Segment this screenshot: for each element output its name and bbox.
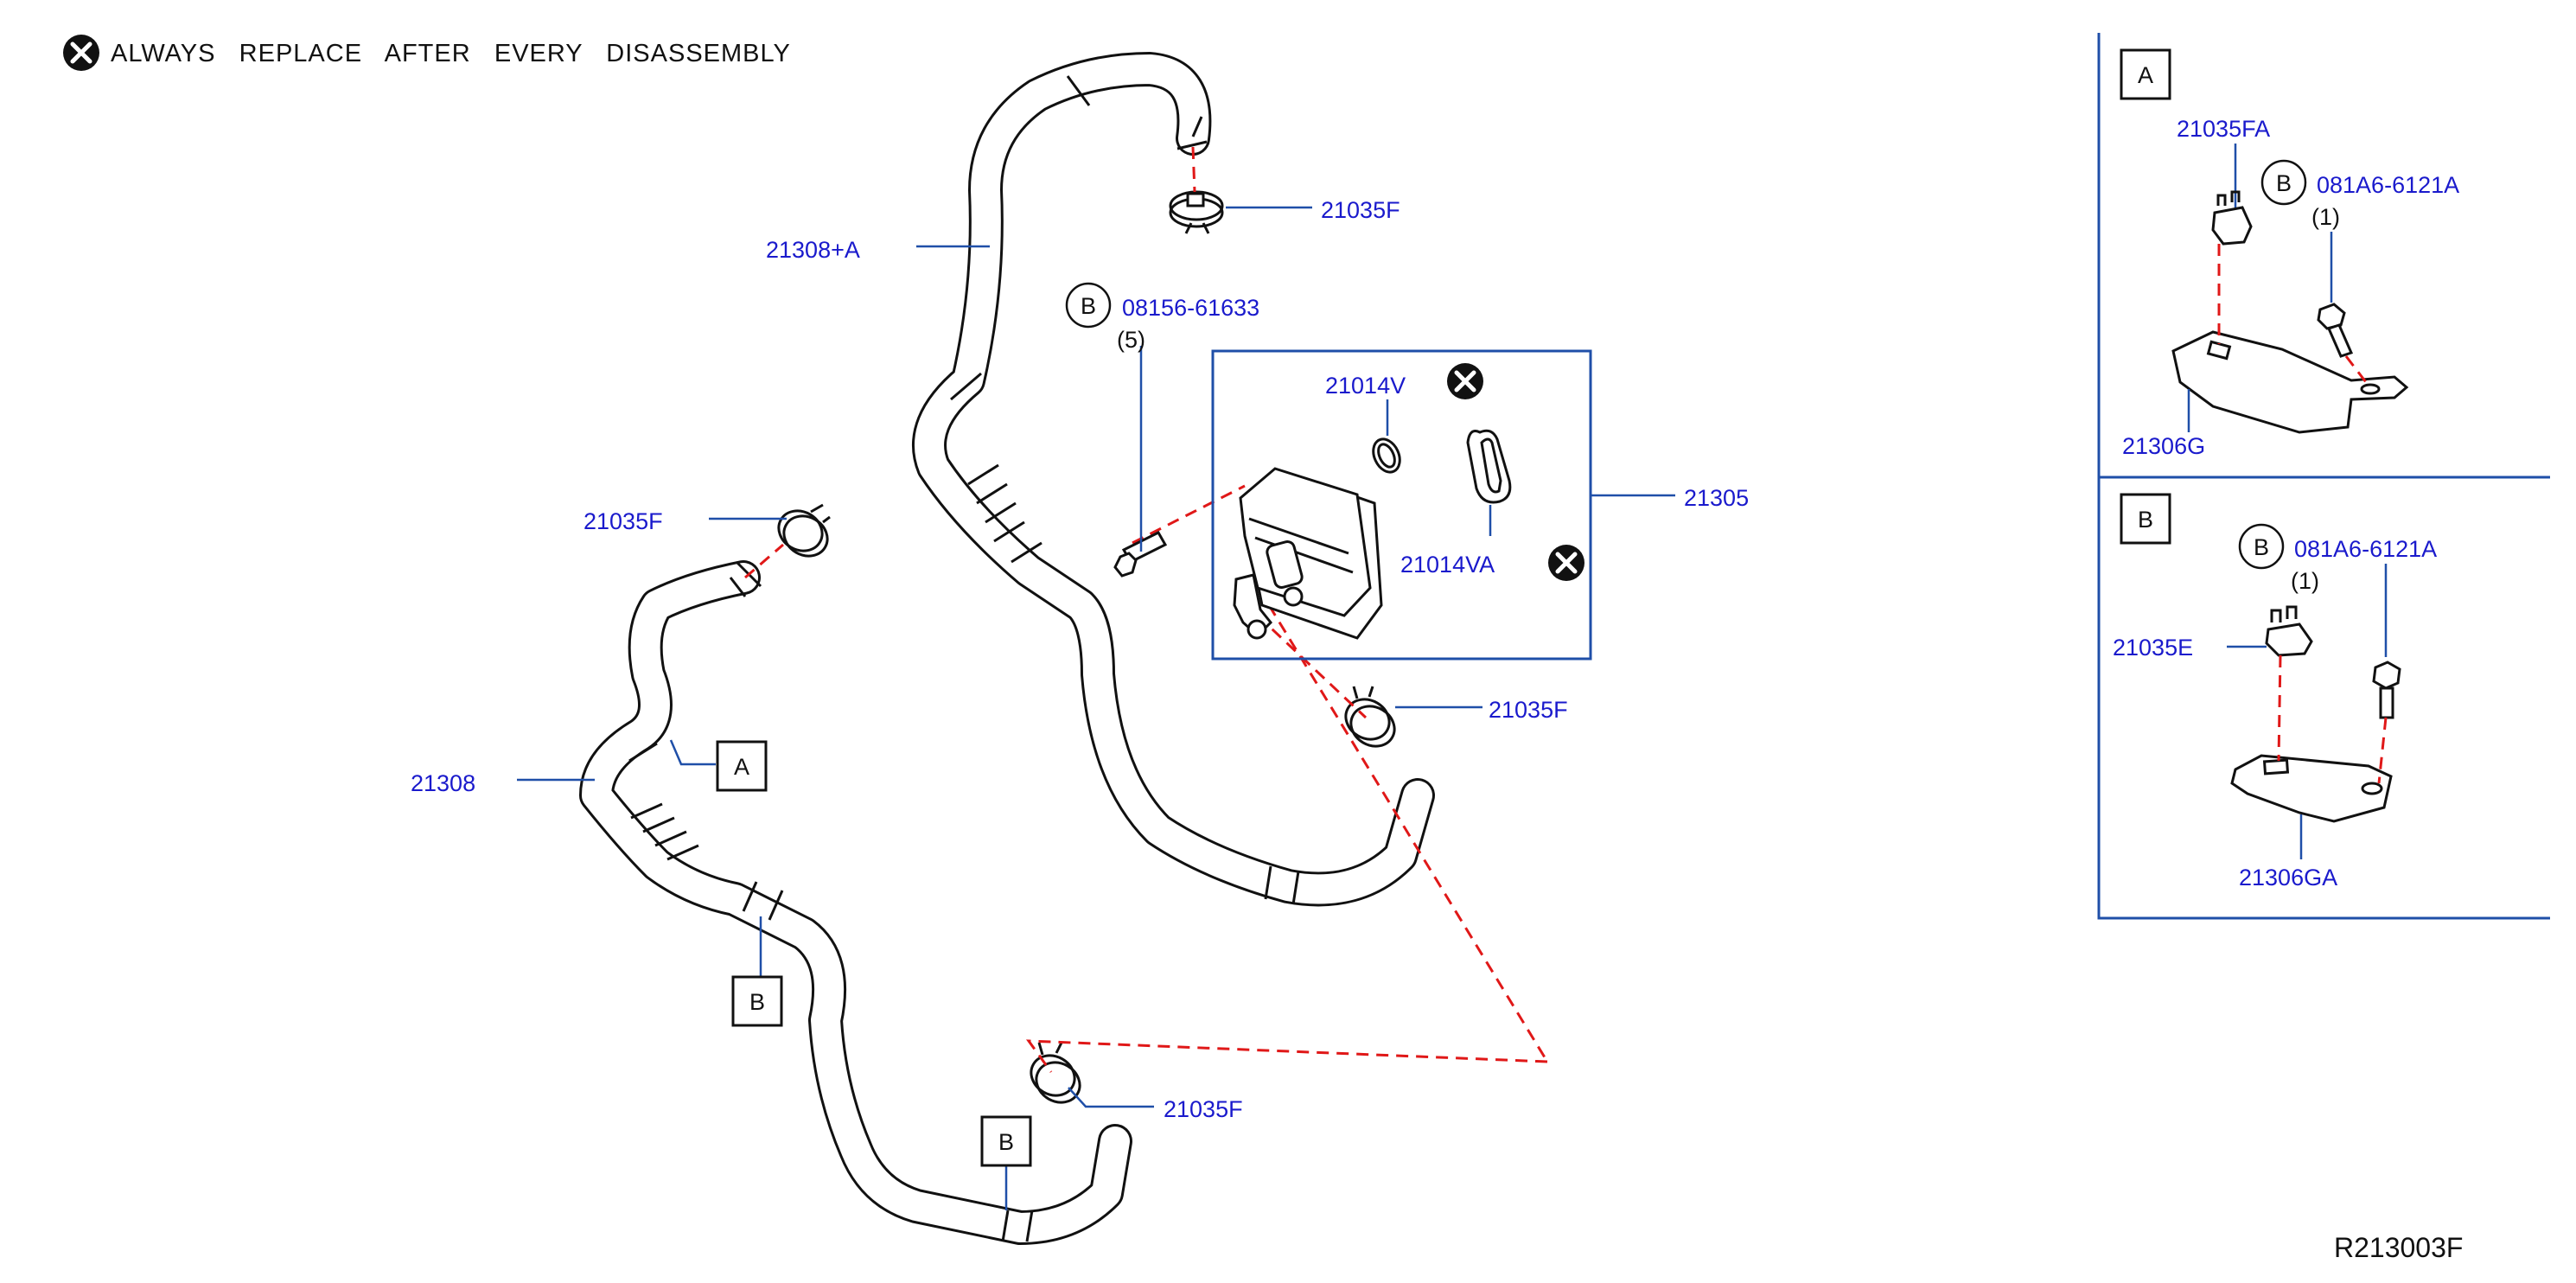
assembly-lines-main	[744, 146, 1549, 1073]
diagram-reference-code: R213003F	[2334, 1232, 2463, 1263]
svg-text:B: B	[2254, 534, 2269, 560]
detail-frames	[2097, 33, 2550, 920]
label-bracket-b: 21306GA	[2239, 865, 2337, 890]
svg-text:A: A	[2138, 62, 2153, 88]
svg-text:A: A	[734, 754, 749, 780]
detail-a-title-box: A	[2120, 48, 2171, 100]
svg-text:B: B	[2276, 170, 2292, 196]
svg-text:B: B	[998, 1129, 1014, 1155]
detail-b: B B 081A6-6121A (1) 21035E 21306GA	[2113, 493, 2437, 890]
label-clamp-top: 21035F	[1321, 197, 1400, 223]
callout-a: A	[716, 740, 768, 792]
clip-21035fa	[2211, 190, 2253, 246]
svg-text:B: B	[749, 989, 765, 1015]
main-labels: 21308+A 21035F 21035F 21308 21305 21014V…	[411, 197, 1749, 1122]
label-hose-lower: 21308	[411, 770, 475, 796]
clamp-top	[1169, 190, 1224, 234]
bolt-callout-main: B 08156-61633 (5)	[1065, 282, 1259, 353]
label-hose-upper: 21308+A	[766, 237, 860, 263]
badge-b	[2260, 159, 2307, 206]
label-bolt-qty: (5)	[1117, 327, 1145, 353]
badge-b	[1065, 282, 1112, 329]
callout-b2: B	[980, 1115, 1032, 1167]
o-ring-21014v	[1372, 437, 1401, 474]
replace-x-icon	[1447, 363, 1483, 399]
bracket-21306g	[2171, 330, 2409, 434]
label-o-ring: 21014V	[1325, 373, 1406, 399]
label-clip-a: 21035FA	[2177, 116, 2270, 142]
clamp-bottom	[1030, 1042, 1081, 1104]
label-gasket: 21014VA	[1400, 552, 1495, 578]
bolt-b	[2372, 661, 2401, 719]
bolt-a	[2317, 303, 2354, 358]
cooler-assy-frame	[1211, 349, 1592, 661]
label-clamp-mid: 21035F	[1489, 697, 1568, 723]
bolt-callout-b: B 081A6-6121A (1)	[2238, 523, 2437, 594]
svg-text:B: B	[2138, 507, 2153, 533]
oil-cooler	[1233, 467, 1383, 640]
label-bracket-a: 21306G	[2122, 433, 2205, 459]
label-qty-b: (1)	[2291, 568, 2319, 594]
legend-note-text: ALWAYS REPLACE AFTER EVERY DISASSEMBLY	[111, 40, 791, 67]
clamp-mid	[1344, 686, 1396, 748]
detail-a: A 21035FA B 081A6-6121A (1) 21306G	[2120, 48, 2459, 459]
replace-x-icon	[63, 35, 99, 71]
label-bolt-part: 08156-61633	[1122, 295, 1259, 321]
legend-note: ALWAYS REPLACE AFTER EVERY DISASSEMBLY	[63, 35, 791, 71]
callout-b1: B	[731, 975, 783, 1027]
label-bolt-a: 081A6-6121A	[2317, 172, 2459, 198]
badge-b	[2238, 523, 2285, 570]
bolt-callout-a: B 081A6-6121A (1)	[2260, 159, 2459, 230]
hose-upper	[912, 52, 1435, 907]
label-cooler-assy: 21305	[1684, 485, 1749, 511]
clip-21035e	[2265, 605, 2313, 657]
replace-x-icon	[1548, 545, 1584, 581]
detail-b-title-box: B	[2120, 493, 2171, 545]
label-clamp-bottom: 21035F	[1164, 1096, 1243, 1122]
label-clamp-left: 21035F	[583, 508, 663, 534]
label-qty-a: (1)	[2311, 204, 2340, 230]
bracket-21306ga	[2230, 754, 2393, 823]
clamp-left	[777, 503, 831, 558]
bolt-08156	[1113, 531, 1168, 578]
hose-lower	[579, 560, 1132, 1245]
leader-lines-main	[517, 206, 1675, 1210]
label-bolt-b: 081A6-6121A	[2294, 536, 2437, 562]
badge-b-letter: B	[1081, 293, 1096, 319]
label-clip-b: 21035E	[2113, 635, 2193, 661]
gasket-21014va	[1466, 429, 1512, 504]
